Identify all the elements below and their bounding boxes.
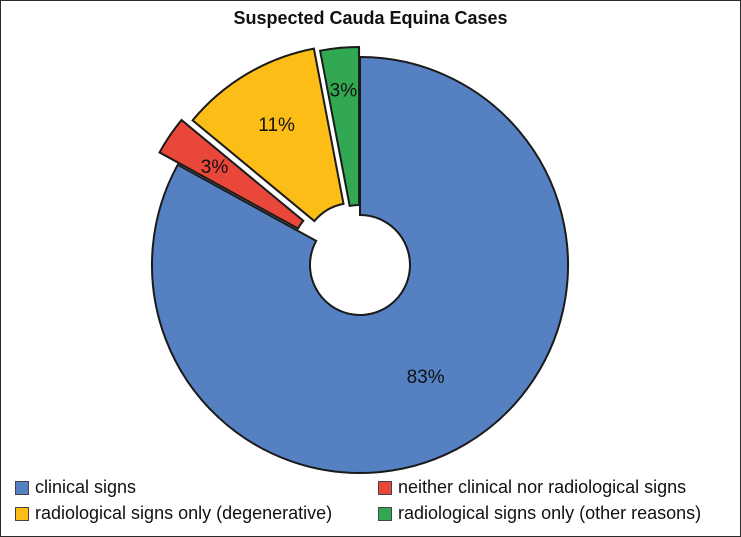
slice-data-label: 83% (407, 367, 445, 388)
slice-data-label: 3% (330, 80, 358, 101)
slice-neither-clinical-nor-radiological-signs (158, 118, 305, 230)
chart-title: Suspected Cauda Equina Cases (233, 8, 508, 28)
slice-data-label: 11% (258, 115, 295, 136)
slice-radiological-signs-only-degenerative (191, 47, 345, 223)
slice-radiological-signs-only-other-reasons (318, 46, 361, 208)
slice-clinical-signs (151, 55, 569, 474)
slice-data-label: 3% (201, 157, 229, 178)
